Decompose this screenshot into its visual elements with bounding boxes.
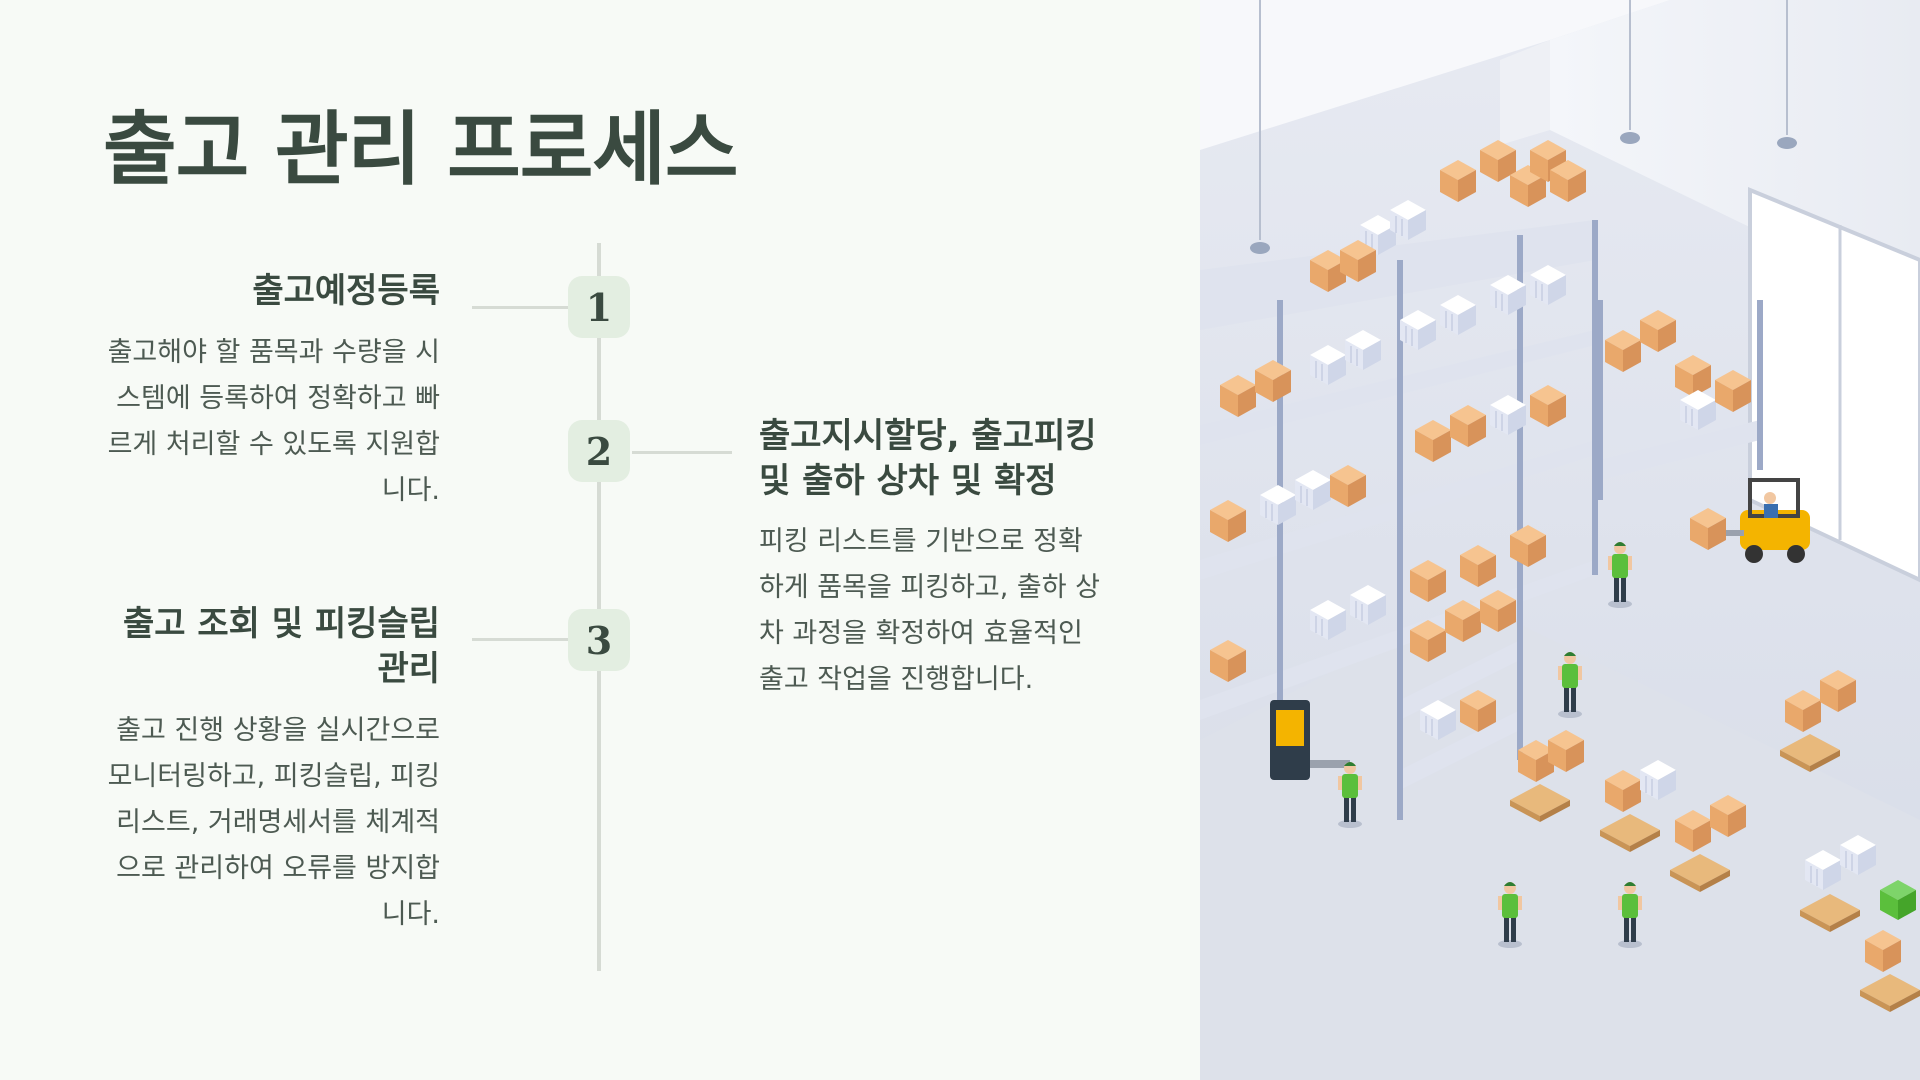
step-1-description: 출고해야 할 품목과 수량을 시스템에 등록하여 정확하고 빠르게 처리할 수 …: [107, 337, 440, 506]
warehouse-scene: [1200, 0, 1920, 1080]
step-number-badge-1: 1: [568, 276, 630, 338]
timeline-line: [597, 243, 601, 971]
center-rack: [1397, 580, 1523, 820]
right-rack: [1597, 300, 1763, 500]
step-2-description: 피킹 리스트를 기반으로 정확하게 품목을 피킹하고, 출하 상차 과정을 확정…: [759, 526, 1100, 695]
content-panel: 출고 관리 프로세스 1 2 3 출고예정등록 출고해야 할 품목과 수량을 시…: [103, 103, 1100, 971]
warehouse-illustration: [1200, 0, 1920, 1080]
step-2-heading: 출고지시할당, 출고피킹 및 출하 상차 및 확정: [759, 416, 1097, 501]
step-number-badge-2: 2: [568, 420, 630, 482]
forklift-icon: [1690, 478, 1810, 563]
timeline-connector-3: [472, 638, 572, 641]
pallet-jack-icon: [1270, 700, 1350, 780]
timeline-connector-1: [472, 306, 572, 309]
timeline-connector-2: [632, 451, 732, 454]
step-1-heading: 출고예정등록: [252, 271, 440, 311]
step-number-badge-3: 3: [568, 609, 630, 671]
page-title: 출고 관리 프로세스: [103, 103, 739, 196]
step-3-description: 출고 진행 상황을 실시간으로 모니터링하고, 피킹슬립, 피킹리스트, 거래명…: [107, 715, 440, 930]
step-3-heading: 출고 조회 및 피킹슬립 관리: [122, 604, 440, 689]
